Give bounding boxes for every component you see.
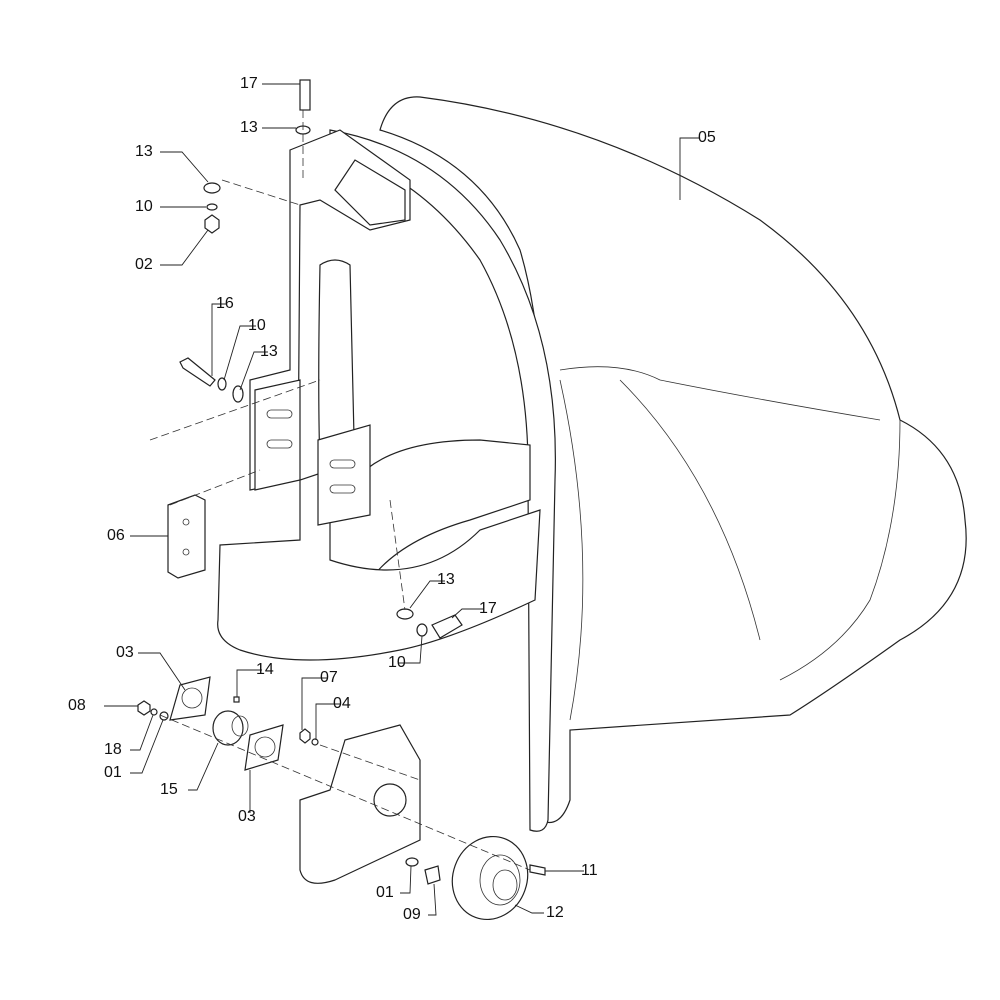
washer-13 [203,182,221,194]
callout-01: 01 [376,884,394,901]
washer-01a [159,711,169,721]
mount-block [334,159,406,226]
callout-17: 17 [479,600,497,617]
bolt-17b [431,614,463,639]
callout-07: 07 [320,669,338,686]
callout-13: 13 [135,143,153,160]
callout-15: 15 [160,781,178,798]
callout-14: 14 [256,661,274,678]
callout-04: 04 [333,695,351,712]
callout-13: 13 [437,571,455,588]
leader-lines [104,83,700,916]
callout-13: 13 [260,343,278,360]
bearing-15 [212,710,244,746]
callout-13: 13 [240,119,258,136]
pad-part-06 [167,494,206,579]
callout-10: 10 [248,317,266,334]
washer-10 [206,203,218,211]
callout-06: 06 [107,527,125,544]
nut-07 [299,728,311,744]
bolt-17-top [299,79,311,111]
callout-03: 03 [116,644,134,661]
flange-03b [244,724,284,771]
callout-12: 12 [546,904,564,921]
nut-08 [137,700,151,716]
callout-08: 08 [68,697,86,714]
callout-16: 16 [216,295,234,312]
callout-17: 17 [240,75,258,92]
bolt-16 [179,357,216,387]
screw-11 [529,864,546,876]
grease-nipple-14 [233,696,240,703]
callout-01: 01 [104,764,122,781]
callout-09: 09 [403,906,421,923]
callout-18: 18 [104,741,122,758]
cover-12 [451,835,529,921]
callout-11: 11 [581,862,598,879]
washer-01b [405,857,419,867]
clamp-plate [254,379,301,491]
callout-10: 10 [135,198,153,215]
washer-18 [150,708,158,716]
callout-10: 10 [388,654,406,671]
washer-13d [396,608,414,620]
flange-03a [169,676,211,721]
washer-13c [232,385,244,403]
callout-02: 02 [135,256,153,273]
bolt-09 [424,865,441,885]
callout-03: 03 [238,808,256,825]
clamp-plate-2 [317,424,371,526]
nut-02 [204,214,220,234]
lower-arm [299,724,421,884]
washer-10b [217,377,227,391]
callout-05: 05 [698,129,716,146]
frame-arch [329,129,556,832]
washer-10c [416,623,428,637]
lower-panel [217,469,541,661]
washer-04 [311,738,319,746]
